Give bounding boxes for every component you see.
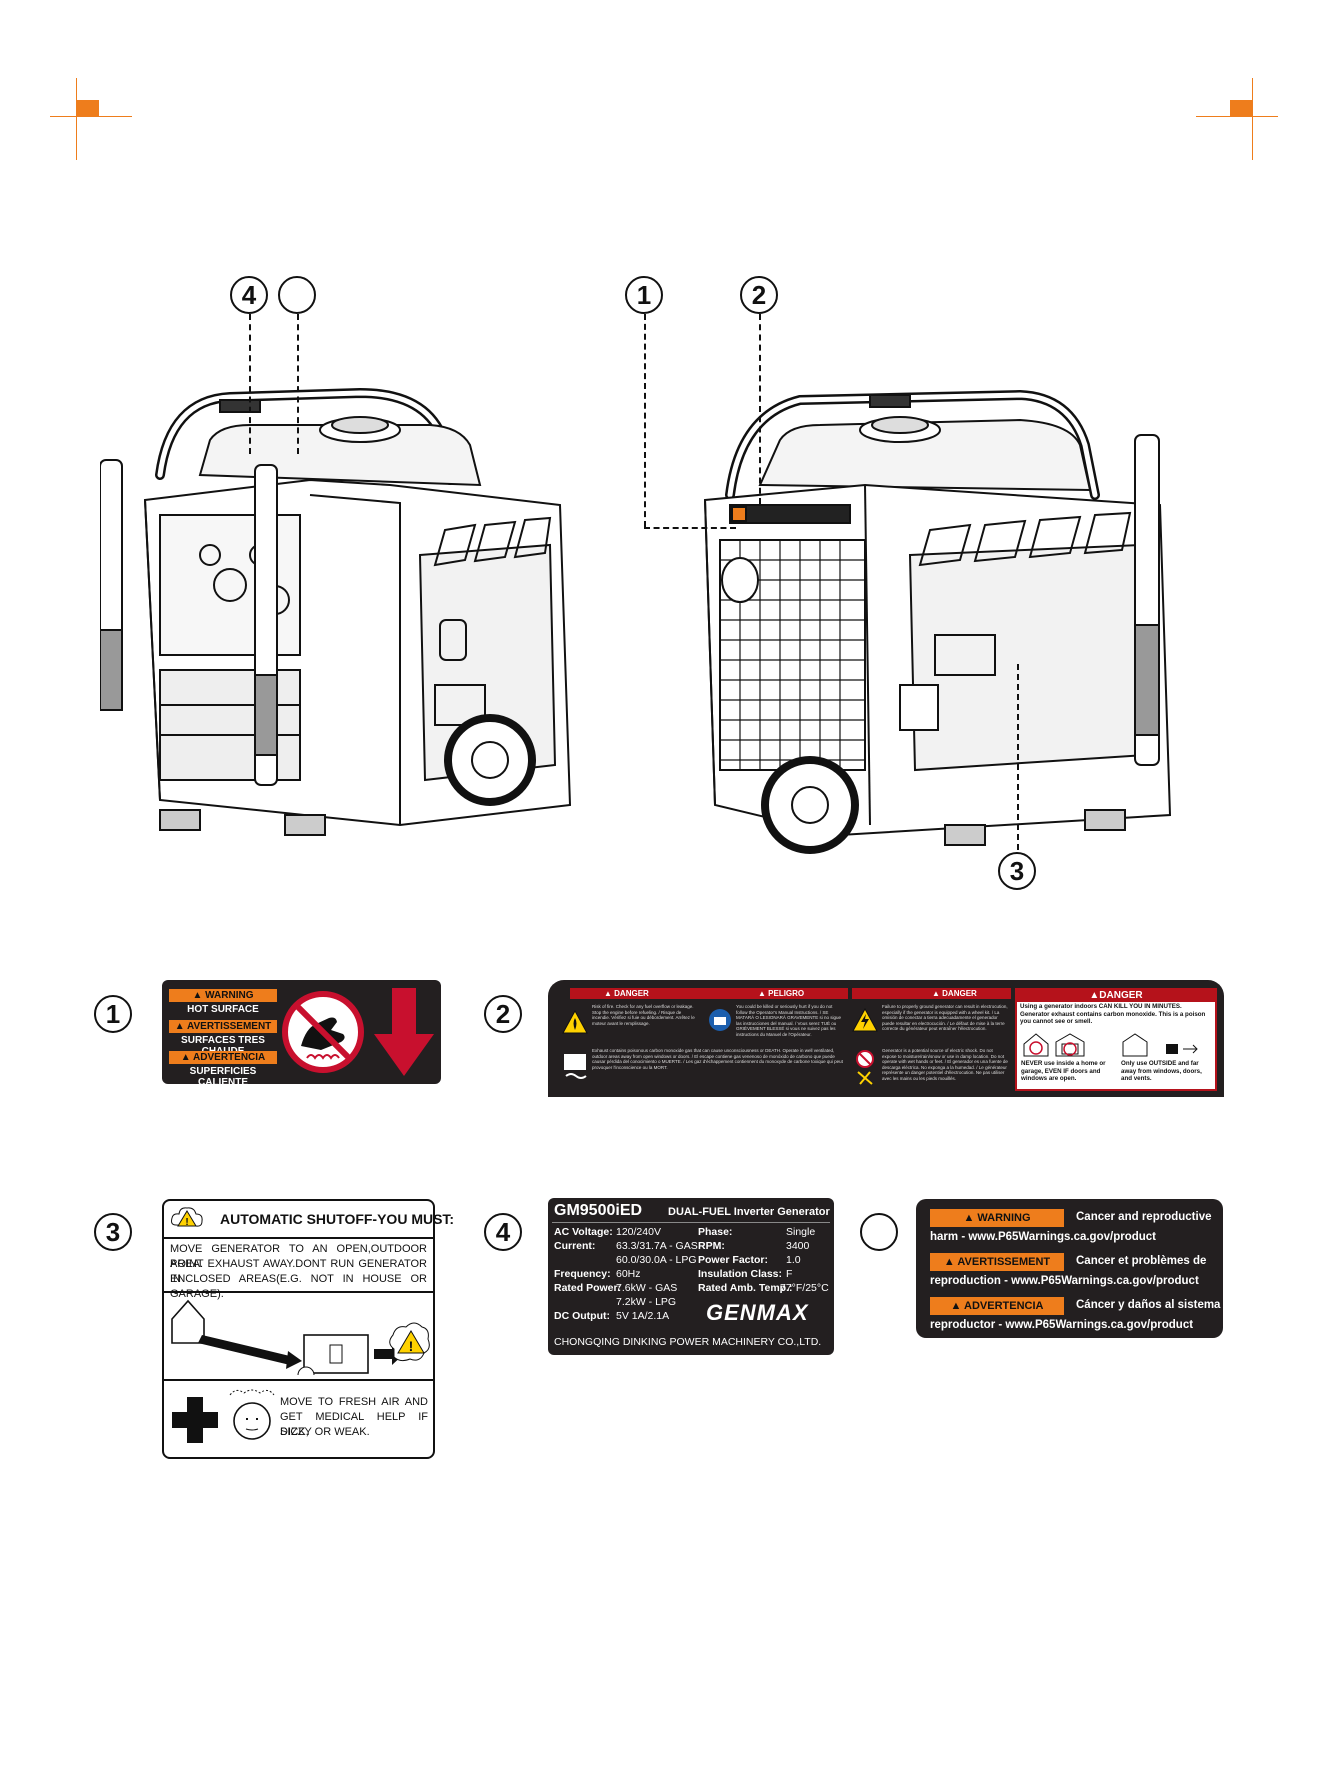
danger-header-1: ▲ DANGER	[570, 988, 742, 999]
key-frequency: Frequency:	[554, 1268, 611, 1280]
shutoff-title: AUTOMATIC SHUTOFF-YOU MUST:	[220, 1211, 455, 1227]
danger-header-2: ▲ DANGER	[852, 988, 1011, 999]
val-current-lpg: 60.0/30.0A - LPG	[616, 1254, 697, 1266]
dizzy-face-icon	[229, 1389, 275, 1440]
leader-line-4	[249, 314, 251, 454]
fresh-air-line1: MOVE TO FRESH AIR AND	[280, 1396, 428, 1408]
key-rated-amb-temp: Rated Amb. Temp.:	[698, 1282, 793, 1294]
label-danger-multilingual: ▲ DANGER ▲ PELIGRO ▲ DANGER Risk of fire…	[548, 980, 1224, 1097]
fire-warning-text: Risk of fire. Check for any fuel overflo…	[592, 1004, 695, 1026]
key-current: Current:	[554, 1240, 596, 1252]
p65-advertencia-line2: reproductor - www.P65Warnings.ca.gov/pro…	[930, 1319, 1194, 1331]
callout-3-top: 3	[998, 852, 1036, 890]
val-power-factor: 1.0	[786, 1254, 801, 1266]
p65-warning-line2: harm - www.P65Warnings.ca.gov/product	[930, 1231, 1156, 1243]
callout-label-1: 1	[94, 995, 132, 1033]
co-danger-line2: Generator exhaust contains carbon monoxi…	[1020, 1011, 1206, 1025]
shutoff-line1: MOVE GENERATOR TO AN OPEN,OUTDOOR AREA.	[170, 1243, 427, 1270]
label-prop65-warning: ▲ WARNING Cancer and reproductive harm -…	[916, 1199, 1223, 1338]
label-rating-plate: GM9500iED DUAL-FUEL Inverter Generator A…	[548, 1198, 834, 1355]
superficies-text: SUPERFICIES CALIENTE	[189, 1066, 257, 1088]
callout-label-5	[860, 1213, 898, 1251]
callout-1-top: 1	[625, 276, 663, 314]
model-number: GM9500iED	[554, 1202, 643, 1219]
co-danger-title: ▲DANGER	[1017, 990, 1215, 1002]
val-ac-voltage: 120/240V	[616, 1226, 661, 1238]
leader-line-2	[759, 314, 761, 504]
leader-line-1-horizontal	[644, 527, 736, 529]
no-water-icon	[856, 1050, 874, 1085]
warning-badge: ▲ WARNING	[169, 989, 277, 1002]
co-danger-line1: Using a generator indoors CAN KILL YOU I…	[1020, 1003, 1182, 1010]
p65-advertencia-badge: ▲ ADVERTENCIA	[930, 1297, 1064, 1315]
p65-avertissement-line2: reproduction - www.P65Warnings.ca.gov/pr…	[930, 1275, 1199, 1287]
val-rated-power-gas: 7.6kW - GAS	[616, 1282, 678, 1294]
key-rpm: RPM:	[698, 1240, 725, 1252]
val-dc-output: 5V 1A/2.1A	[616, 1310, 670, 1322]
advertencia-badge: ▲ ADVERTENCIA	[169, 1051, 277, 1064]
val-rated-amb-temp: 77°F/25°C	[780, 1282, 829, 1294]
callout-4-top: 4	[230, 276, 268, 314]
hot-surface-text: HOT SURFACE	[187, 1004, 259, 1015]
outdoor-generator-icon	[1122, 1033, 1198, 1057]
model-subtitle: DUAL-FUEL Inverter Generator	[668, 1206, 830, 1218]
p65-avertissement-badge: ▲ AVERTISSEMENT	[930, 1253, 1064, 1271]
brand-logo: GENMAX	[706, 1300, 809, 1325]
svg-text:!: !	[409, 1338, 414, 1354]
exhaust-hazard-icon	[564, 1054, 587, 1079]
leader-line-3	[1017, 664, 1019, 850]
svg-text:!: !	[185, 1217, 188, 1228]
read-manual-icon	[709, 1009, 731, 1031]
never-indoors-text: NEVER use inside a home or garage, EVEN …	[1021, 1060, 1106, 1082]
only-outside-text: Only use OUTSIDE and far away from windo…	[1121, 1060, 1202, 1082]
shock-warning-text: Generator is a potential source of elect…	[882, 1048, 1008, 1081]
val-current-gas: 63.3/31.7A - GAS	[616, 1240, 698, 1252]
callout-2-top: 2	[740, 276, 778, 314]
shutoff-line2: POINT EXHAUST AWAY.DONT RUN GENERATOR IN	[170, 1258, 427, 1285]
key-power-factor: Power Factor:	[698, 1254, 769, 1266]
down-arrow-icon	[374, 988, 434, 1076]
label-hot-surface: ▲ WARNING HOT SURFACE ▲ AVERTISSEMENT SU…	[162, 980, 441, 1088]
callout-label-4: 4	[484, 1213, 522, 1251]
fresh-air-line3: DIZZY OR WEAK.	[280, 1426, 370, 1438]
leader-line-1	[644, 314, 646, 527]
label-automatic-shutoff: ! AUTOMATIC SHUTOFF-YOU MUST: MOVE GENER…	[162, 1199, 454, 1459]
key-dc-output: DC Output:	[554, 1310, 610, 1322]
generator-rear-illustration	[703, 389, 1172, 854]
key-phase: Phase:	[698, 1226, 733, 1238]
electrical-warning-icon	[852, 1008, 878, 1032]
callout-label-3: 3	[94, 1213, 132, 1251]
val-frequency: 60Hz	[616, 1268, 641, 1280]
peligro-header: ▲ PELIGRO	[710, 988, 848, 999]
key-ac-voltage: AC Voltage:	[554, 1226, 613, 1238]
fire-warning-icon	[562, 1010, 588, 1034]
medical-cross-icon	[172, 1397, 218, 1443]
avertissement-badge: ▲ AVERTISSEMENT	[169, 1020, 277, 1033]
callout-label-2: 2	[484, 995, 522, 1033]
val-phase: Single	[786, 1226, 816, 1238]
house-generator-icon	[1023, 1033, 1085, 1057]
generator-front-illustration	[100, 387, 572, 836]
ground-warning-text: Failure to properly ground generator can…	[882, 1004, 1008, 1032]
key-insulation-class: Insulation Class:	[698, 1268, 783, 1280]
no-touch-icon	[282, 991, 364, 1073]
p65-advertencia-text: Cáncer y daños al sistema	[1076, 1299, 1221, 1311]
read-manual-text: You could be killed or seriously hurt if…	[736, 1004, 842, 1037]
p65-avertissement-text: Cancer et problèmes de	[1076, 1255, 1207, 1267]
val-rated-power-lpg: 7.2kW - LPG	[616, 1296, 677, 1308]
val-insulation-class: F	[786, 1268, 793, 1280]
val-rpm: 3400	[786, 1240, 810, 1252]
manufacturer-name: CHONGQING DINKING POWER MACHINERY CO.,LT…	[554, 1336, 822, 1348]
p65-warning-text: Cancer and reproductive	[1076, 1211, 1212, 1223]
warning-cloud-icon: !	[171, 1207, 203, 1228]
co-danger-box: ▲DANGER Using a generator indoors CAN KI…	[1015, 988, 1217, 1091]
p65-warning-badge: ▲ WARNING	[930, 1209, 1064, 1227]
fresh-air-line2: GET MEDICAL HELP IF SICK,	[280, 1411, 428, 1438]
key-rated-power: Rated Power:	[554, 1282, 622, 1294]
leader-line-blank	[297, 314, 299, 454]
callout-blank-top	[278, 276, 316, 314]
exhaust-warning-text: Exhaust contains poisonous carbon monoxi…	[592, 1048, 843, 1070]
move-generator-outdoors-icon: !	[171, 1299, 430, 1375]
